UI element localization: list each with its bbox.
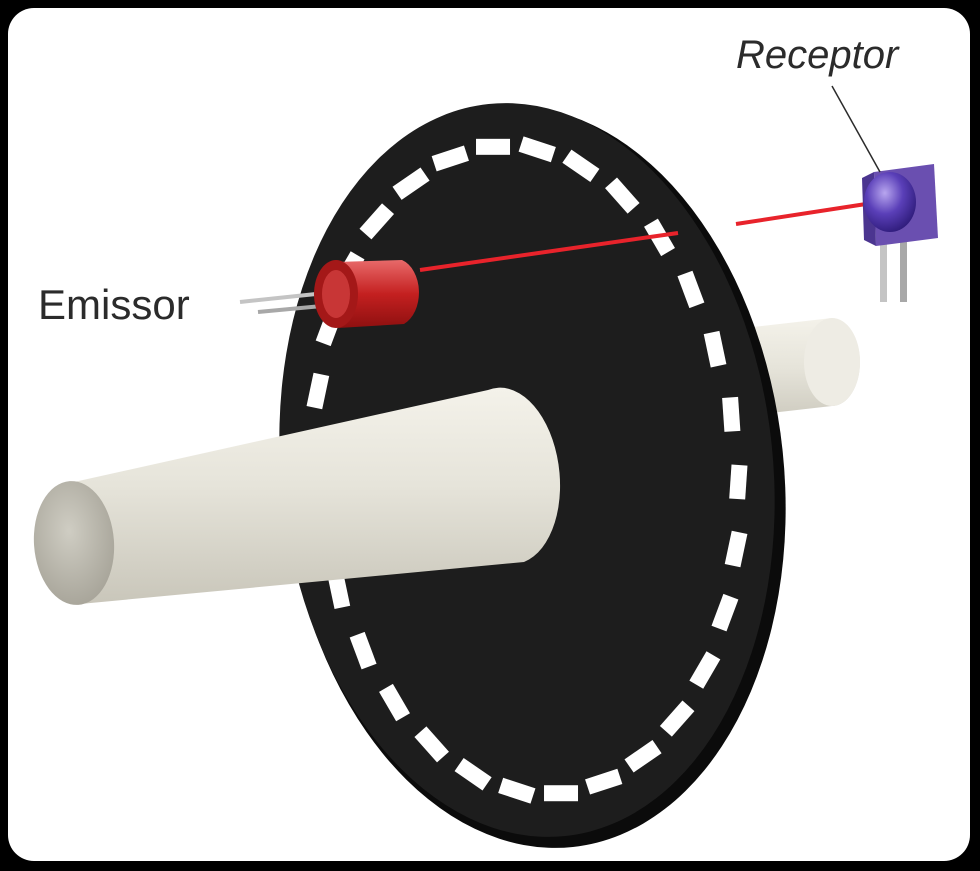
disk-slot — [392, 167, 430, 200]
disk-slot — [722, 396, 741, 432]
disk-slot — [562, 149, 600, 183]
emitter-pin — [239, 292, 317, 304]
disk-slot — [703, 330, 727, 368]
disk-slot — [349, 631, 377, 670]
disk-slot — [585, 768, 623, 795]
receiver-pin — [880, 232, 887, 302]
disk-slot — [379, 683, 410, 722]
disk-slot — [359, 203, 395, 240]
light-beam-emitter-side — [419, 231, 679, 272]
disk-slot — [431, 145, 469, 172]
disk-slot — [544, 785, 579, 802]
disk-slot — [306, 372, 330, 410]
disk-slot — [454, 757, 492, 791]
disk-slot — [659, 700, 695, 737]
emitter-label: Emissor — [38, 281, 190, 328]
disk-slot — [711, 593, 739, 632]
receptor-leader-line — [831, 85, 881, 173]
disk-slot — [724, 530, 748, 568]
disk-slot — [605, 177, 640, 214]
optical-encoder-diagram: Emissor Receptor — [33, 33, 938, 848]
receiver-pin — [900, 232, 907, 302]
figure-frame: Emissor Receptor — [8, 8, 970, 861]
emitter-pin — [257, 304, 323, 314]
disk-slot — [624, 740, 662, 773]
shaft-front — [33, 387, 561, 605]
disk-slot — [689, 651, 721, 689]
disk-slot — [476, 138, 511, 155]
disk-slot — [729, 464, 748, 500]
disk-slot — [498, 777, 536, 804]
disk-slot — [677, 270, 705, 309]
shaft-end-face — [33, 481, 115, 605]
emitter-led-body — [336, 260, 419, 328]
disk-slot — [414, 726, 449, 763]
light-beam-receiver-side — [735, 202, 867, 226]
disk-slot — [327, 572, 351, 610]
disk-slot — [518, 136, 556, 163]
receiver-component — [862, 164, 938, 302]
receiver-label: Receptor — [736, 33, 900, 77]
emitter-component — [239, 260, 419, 328]
receiver-lens — [864, 172, 916, 232]
